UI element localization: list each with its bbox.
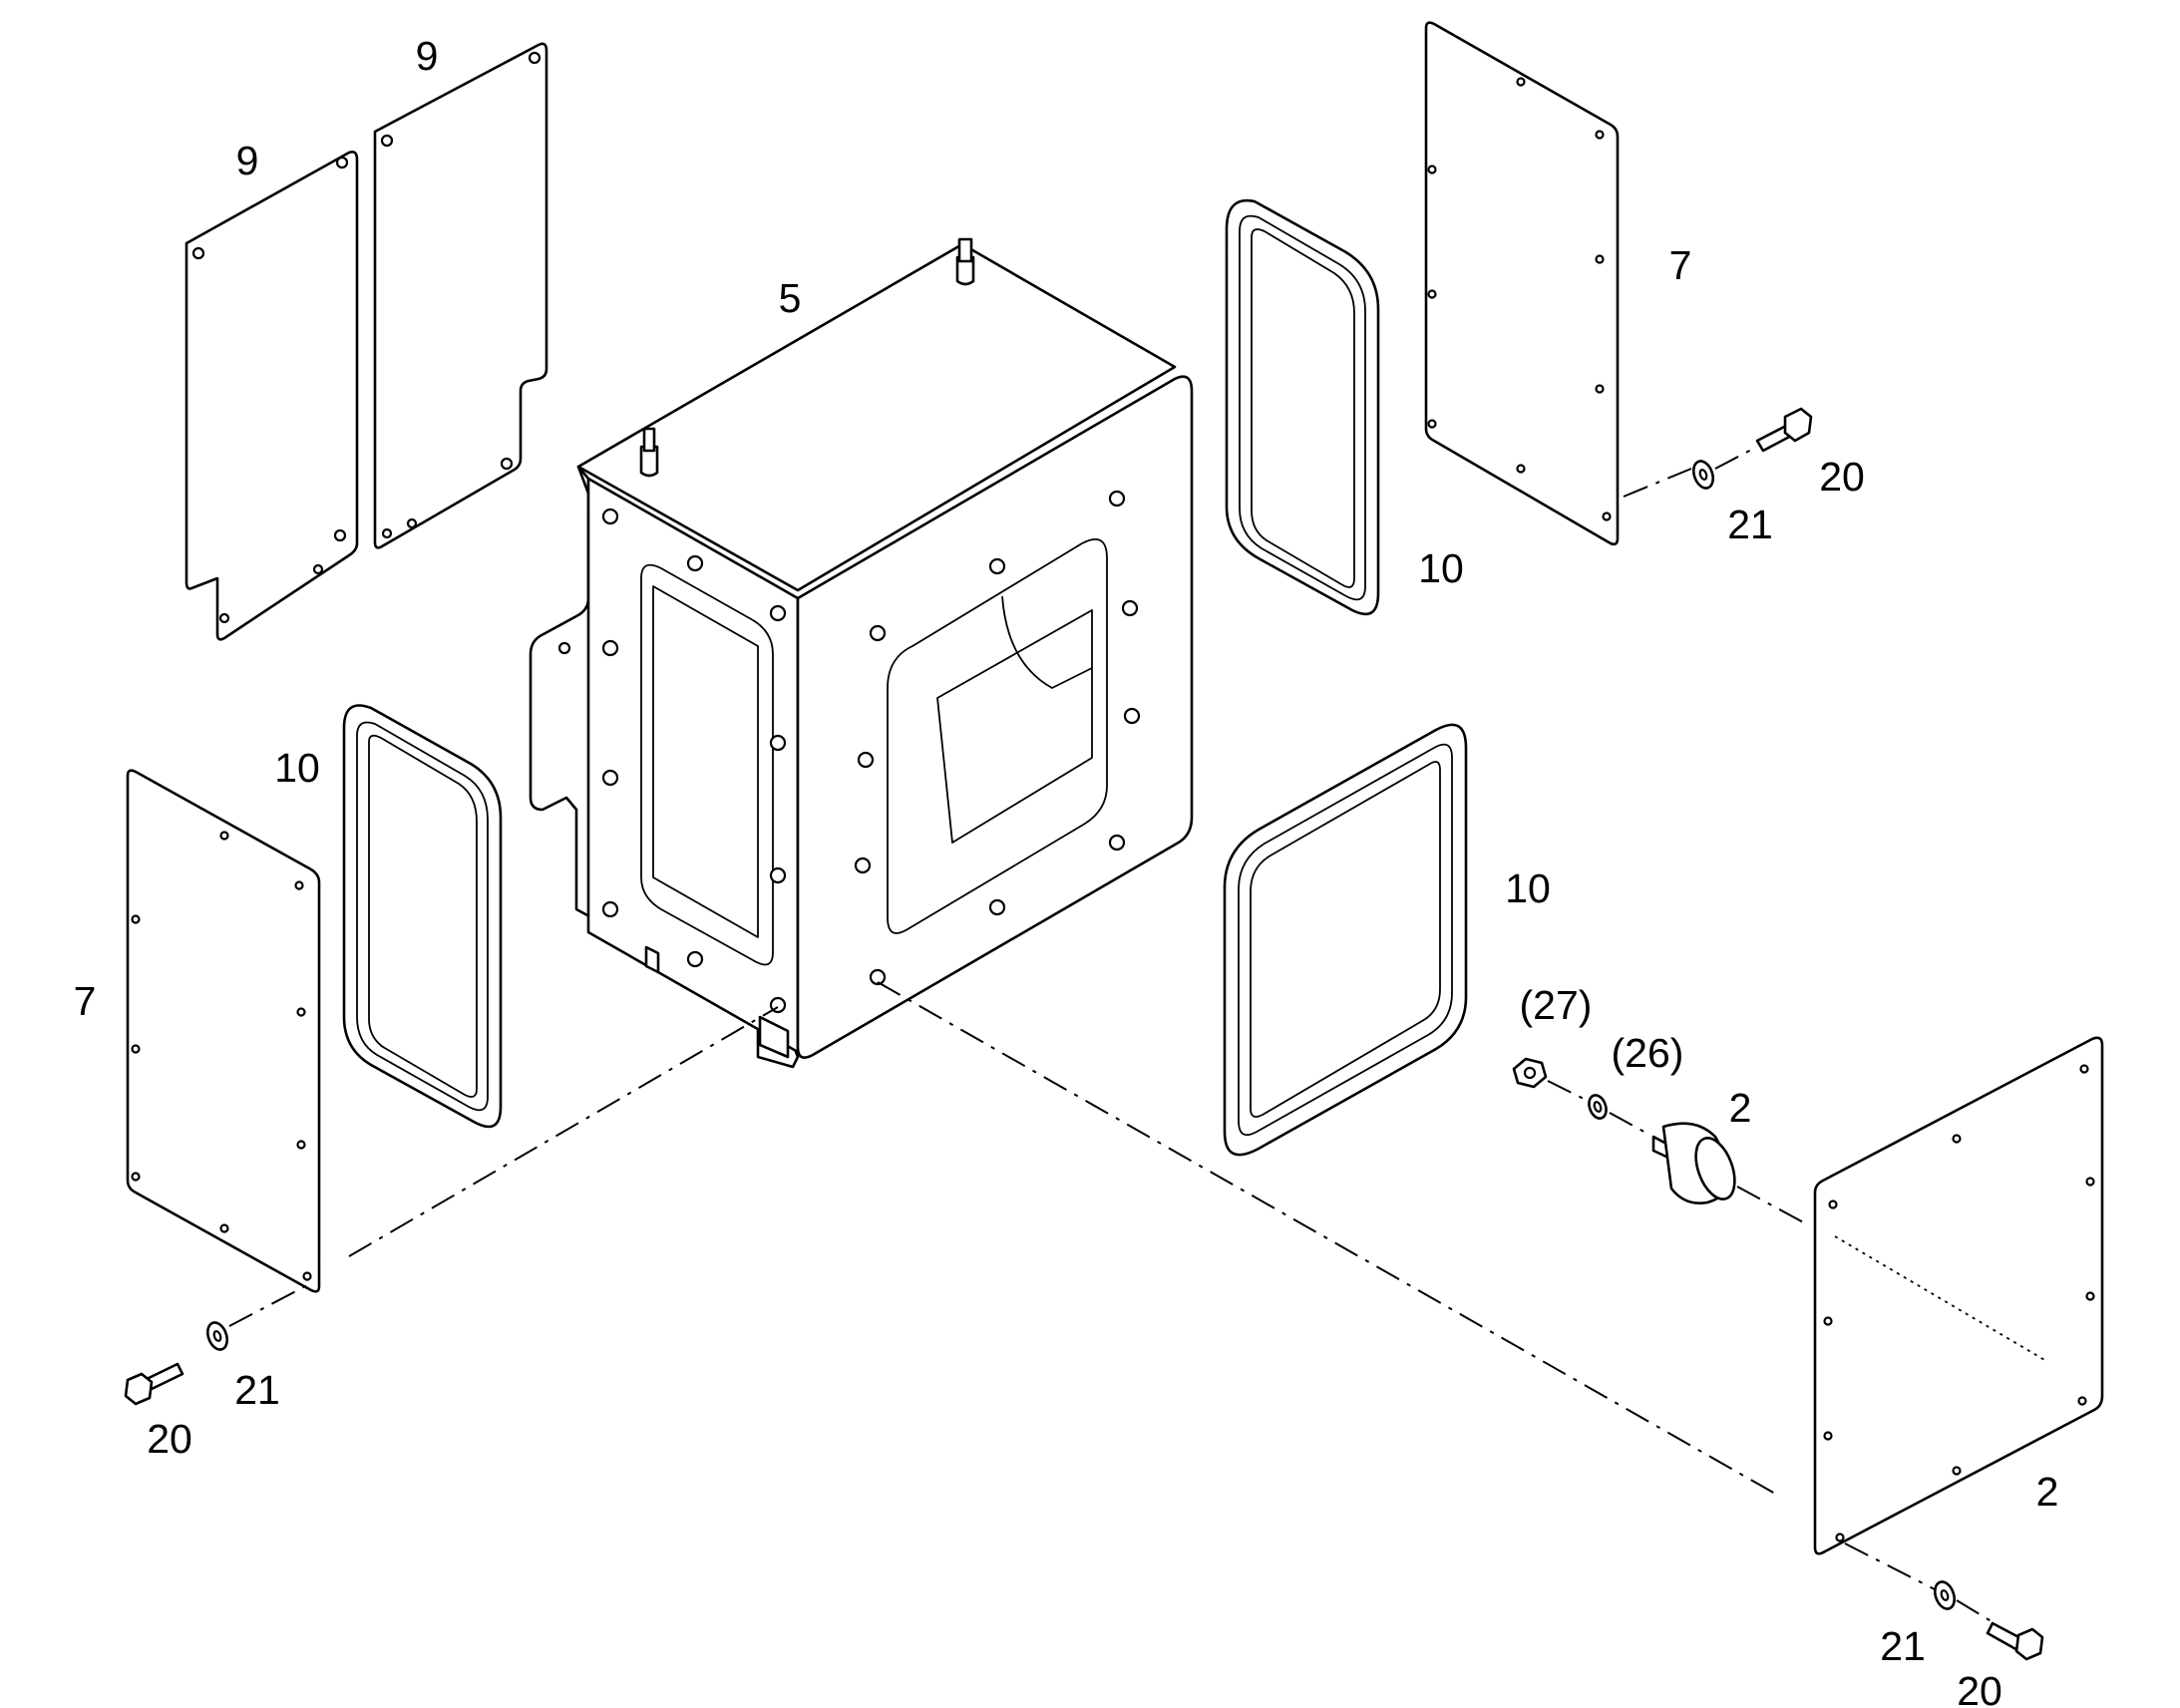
callout-2-plate: 2 xyxy=(2036,1469,2059,1515)
washer-26 xyxy=(1588,1094,1608,1120)
callout-9-right: 9 xyxy=(416,33,439,79)
callout-26: (26) xyxy=(1612,1030,1684,1076)
housing-bolt-bosses xyxy=(557,490,1141,1014)
washer-21-right xyxy=(1691,460,1715,490)
gasket-10-upper xyxy=(1225,198,1380,616)
washer-21-bottom xyxy=(1933,1580,1957,1610)
assembly-lines xyxy=(228,446,1996,1624)
cover-plate-7-right xyxy=(1424,21,1620,546)
cover-plate-9-right xyxy=(373,42,548,549)
nut-27 xyxy=(1512,1057,1548,1089)
cover-plate-9-left xyxy=(184,151,359,641)
bolt-20-left xyxy=(124,1362,184,1406)
callout-7-right: 7 xyxy=(1669,242,1692,288)
callout-20-left: 20 xyxy=(147,1416,192,1462)
callout-9-left: 9 xyxy=(236,138,259,183)
callout-21-right: 21 xyxy=(1727,502,1773,547)
callout-20-right: 20 xyxy=(1819,454,1865,500)
callout-10-left: 10 xyxy=(274,745,320,791)
gasket-10-left xyxy=(342,704,503,1129)
gasket-10-front xyxy=(1223,723,1468,1157)
cover-plate-7-left xyxy=(126,769,321,1293)
washer-21-left xyxy=(205,1321,229,1351)
bolt-20-bottom xyxy=(1986,1621,2044,1661)
callout-21-left: 21 xyxy=(234,1367,280,1413)
callouts: 9 9 5 7 20 21 10 10 7 10 (27) (26) 2 2 2… xyxy=(74,33,2059,1708)
callout-2-mount: 2 xyxy=(1729,1085,1752,1131)
cover-plate-2 xyxy=(1813,1036,2104,1555)
callout-21-bottom: 21 xyxy=(1880,1623,1926,1669)
callout-10-upper: 10 xyxy=(1418,545,1464,591)
housing-5 xyxy=(529,237,1194,1069)
callout-27: (27) xyxy=(1520,982,1593,1028)
bolt-20-right xyxy=(1755,407,1813,453)
callout-20-bottom: 20 xyxy=(1957,1668,2002,1708)
callout-5: 5 xyxy=(779,275,802,321)
callout-10-front: 10 xyxy=(1505,865,1551,911)
rubber-mount-2 xyxy=(1651,1122,1736,1204)
callout-7-left: 7 xyxy=(74,978,97,1024)
